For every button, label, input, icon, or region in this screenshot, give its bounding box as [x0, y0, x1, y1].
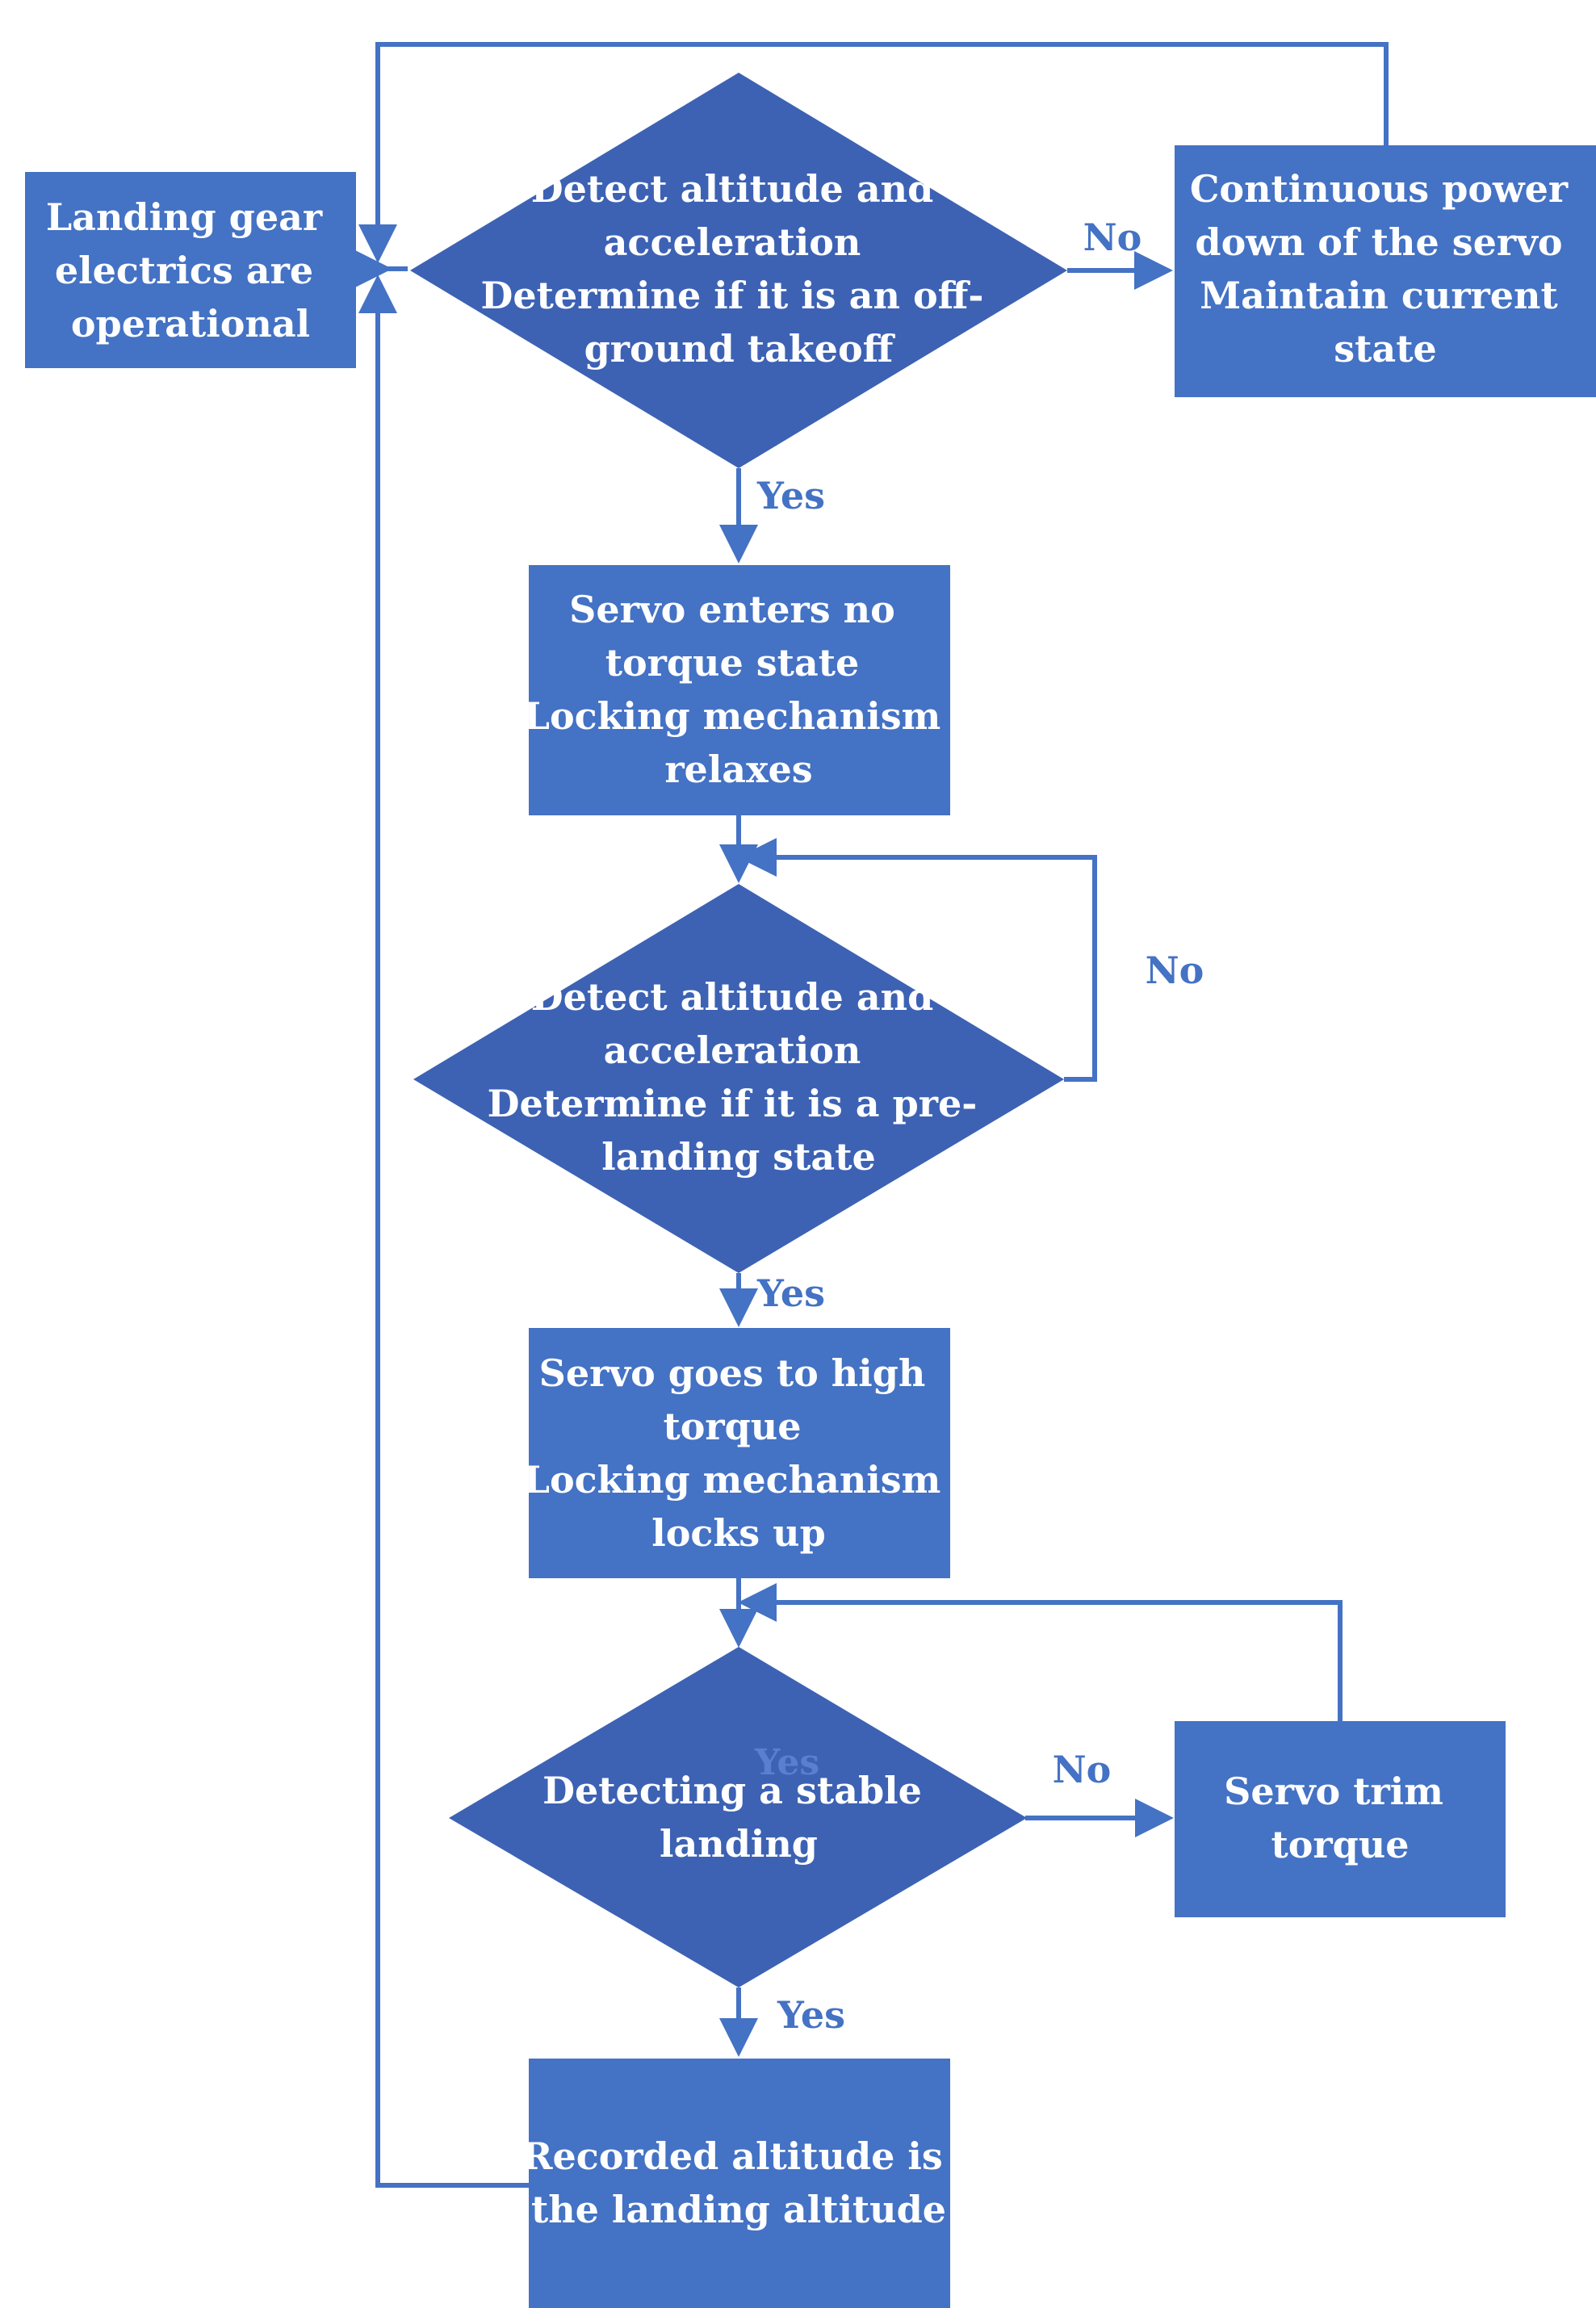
decision-prelanding-line-4: landing state	[601, 1135, 875, 1179]
trim-box	[1175, 1721, 1506, 1917]
node-high-torque: Servo goes to high torque Locking mechan…	[524, 1328, 954, 1578]
edge-trim-loop	[738, 1583, 1343, 1721]
svg-text:Detecting a stable landi: Detecting a stable landing	[542, 1769, 935, 1866]
record-box	[529, 2059, 950, 2308]
svg-text:Recorded altitude is the: Recorded altitude is the landing altitud…	[522, 2134, 956, 2231]
decision-prelanding-diamond	[413, 884, 1064, 1273]
power-down-box	[1175, 145, 1596, 397]
decision-prelanding-line-3: Determine if it is a pre-	[488, 1082, 978, 1125]
no-torque-line-4: relaxes	[664, 748, 812, 791]
svg-text:Landing gear electrics a: Landing gear electrics are operational	[46, 195, 335, 346]
trim-line-1: Servo trim	[1224, 1770, 1443, 1813]
high-torque-box	[529, 1328, 950, 1578]
node-power-down: Continuous power down of the servo Maint…	[1175, 145, 1596, 397]
connectors	[354, 42, 1389, 2188]
power-down-line-2: down of the servo	[1195, 220, 1562, 264]
high-torque-line-3: Locking mechanism	[524, 1458, 941, 1502]
svg-text:Detect altitude and acce: Detect altitude and acceleration Determi…	[481, 167, 997, 371]
power-down-line-4: state	[1334, 327, 1436, 371]
node-no-torque: Servo enters no torque state Locking mec…	[524, 565, 954, 815]
node-trim: Servo trim torque	[1175, 1721, 1506, 1917]
edge-prelanding-no-loop	[738, 838, 1097, 1082]
decision-stable: Yes Detecting a stable landing	[449, 1647, 1027, 1988]
svg-text:Servo goes to high torqu: Servo goes to high torque Locking mechan…	[524, 1351, 954, 1555]
decision-stable-faint-overlay: Yes	[754, 1742, 819, 1783]
label-stable-yes: Yes	[777, 1993, 845, 2037]
start-line-3: operational	[71, 302, 310, 346]
label-stable-no: No	[1053, 1748, 1112, 1791]
decision-prelanding: Detect altitude and acceleration Determi…	[413, 884, 1064, 1273]
trim-line-2: torque	[1271, 1823, 1409, 1866]
label-prelanding-yes: Yes	[756, 1271, 825, 1315]
node-start: Landing gear electrics are operational	[25, 172, 356, 368]
decision-stable-line-2: landing	[660, 1822, 818, 1866]
decision-stable-diamond	[449, 1647, 1027, 1988]
high-torque-line-1: Servo goes to high	[539, 1351, 926, 1395]
high-torque-line-4: locks up	[651, 1511, 826, 1555]
record-line-2: the landing altitude	[531, 2188, 946, 2231]
no-torque-box	[529, 565, 950, 815]
record-line-1: Recorded altitude is	[522, 2134, 943, 2178]
svg-text:Servo trim torque: Servo trim torque	[1224, 1770, 1456, 1866]
start-line-1: Landing gear	[46, 195, 323, 239]
node-record: Recorded altitude is the landing altitud…	[522, 2059, 956, 2308]
edge-power-down-loop	[358, 42, 1389, 263]
label-takeoff-yes: Yes	[756, 474, 825, 517]
decision-takeoff-diamond	[410, 73, 1067, 468]
no-torque-line-1: Servo enters no	[569, 588, 895, 631]
decision-takeoff-line-1: Detect altitude and	[531, 167, 934, 211]
svg-text:Detect altitude and acce: Detect altitude and acceleration Determi…	[488, 975, 991, 1179]
no-torque-line-2: torque state	[605, 641, 860, 685]
decision-prelanding-line-2: acceleration	[604, 1028, 861, 1072]
power-down-line-1: Continuous power	[1190, 167, 1569, 211]
svg-text:Servo enters no torque s: Servo enters no torque state Locking mec…	[524, 588, 954, 791]
decision-stable-line-1: Detecting a stable	[542, 1769, 922, 1812]
start-box	[25, 172, 356, 368]
decision-takeoff: Detect altitude and acceleration Determi…	[410, 73, 1067, 468]
edge-labels: No Yes No Yes No Yes	[756, 216, 1204, 2037]
decision-prelanding-line-1: Detect altitude and	[531, 975, 934, 1019]
decision-takeoff-line-4: ground takeoff	[584, 327, 896, 371]
svg-text:Continuous power down of: Continuous power down of the servo Maint…	[1190, 167, 1581, 371]
label-prelanding-no: No	[1146, 949, 1204, 992]
high-torque-line-2: torque	[663, 1405, 801, 1448]
decision-takeoff-line-3: Determine if it is an off-	[481, 274, 984, 317]
decision-takeoff-line-2: acceleration	[604, 220, 861, 264]
start-line-2: electrics are	[55, 249, 313, 292]
label-takeoff-no: No	[1083, 216, 1142, 259]
edge-record-loop	[358, 274, 529, 2188]
no-torque-line-3: Locking mechanism	[524, 694, 941, 738]
power-down-line-3: Maintain current	[1200, 274, 1558, 317]
